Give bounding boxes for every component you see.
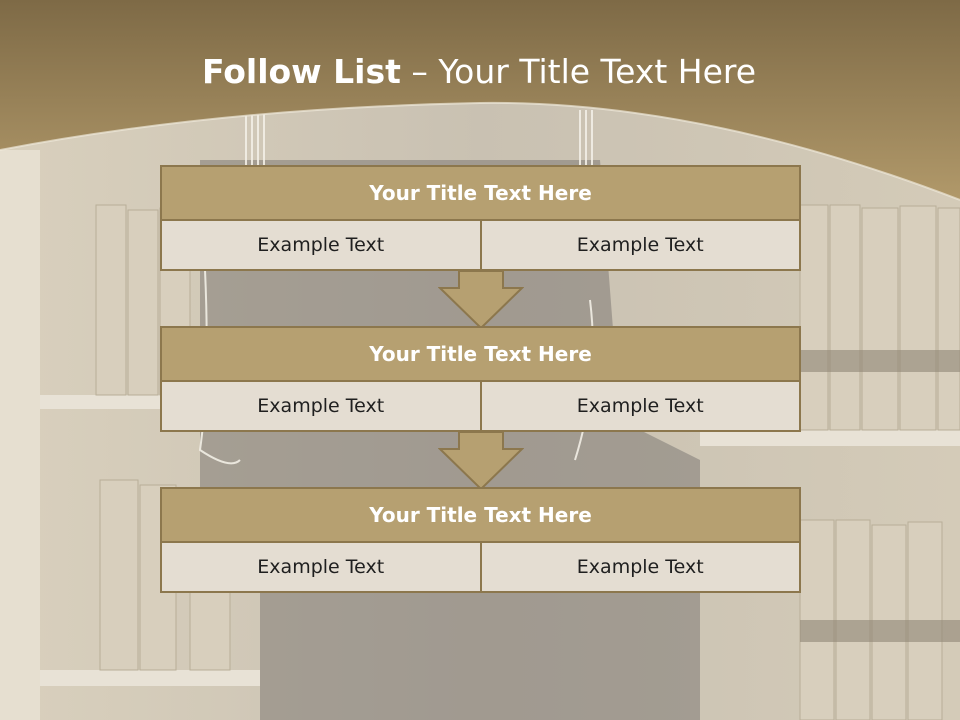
step-1-right-text: Example Text — [481, 221, 799, 269]
down-arrow-icon — [438, 270, 524, 330]
step-2-left-text: Example Text — [162, 382, 482, 430]
step-3: Your Title Text Here Example Text Exampl… — [160, 487, 801, 593]
step-1-left-text: Example Text — [162, 221, 482, 269]
step-1-title: Your Title Text Here — [160, 165, 801, 221]
step-1: Your Title Text Here Example Text Exampl… — [160, 165, 801, 271]
step-1-row: Example Text Example Text — [160, 221, 801, 271]
step-2: Your Title Text Here Example Text Exampl… — [160, 326, 801, 432]
step-3-right-text: Example Text — [481, 543, 799, 591]
down-arrow-icon — [438, 431, 524, 491]
step-3-row: Example Text Example Text — [160, 543, 801, 593]
step-2-row: Example Text Example Text — [160, 382, 801, 432]
slide-title-rest: – Your Title Text Here — [400, 52, 757, 91]
slide-title-bold: Follow List — [202, 52, 401, 91]
step-3-title: Your Title Text Here — [160, 487, 801, 543]
step-3-left-text: Example Text — [162, 543, 482, 591]
step-2-right-text: Example Text — [481, 382, 799, 430]
slide-title: Follow List – Your Title Text Here — [0, 52, 960, 91]
step-2-title: Your Title Text Here — [160, 326, 801, 382]
